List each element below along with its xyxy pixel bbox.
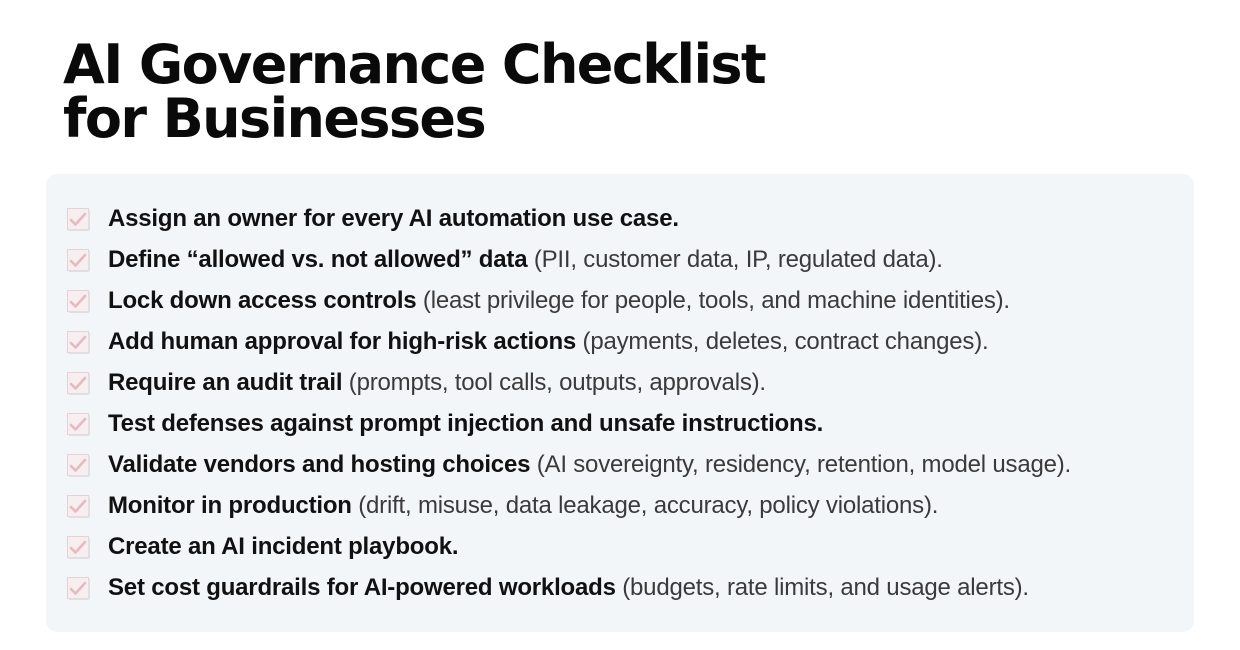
item-detail: (budgets, rate limits, and usage alerts)…: [615, 574, 1029, 601]
item-lead: Assign an owner for every AI automation …: [108, 205, 679, 232]
item-detail: (prompts, tool calls, outputs, approvals…: [342, 369, 766, 396]
item-lead: Define “allowed vs. not allowed” data: [108, 246, 528, 273]
item-detail: (least privilege for people, tools, and …: [416, 287, 1010, 314]
item-detail: (PII, customer data, IP, regulated data)…: [527, 246, 943, 273]
checklist-item-text: Test defenses against prompt injection a…: [108, 403, 823, 444]
item-lead: Test defenses against prompt injection a…: [108, 410, 824, 437]
checklist-card: Assign an owner for every AI automation …: [46, 174, 1194, 632]
checklist-item: Define “allowed vs. not allowed” data (P…: [46, 239, 1071, 280]
checklist-item-text: Assign an owner for every AI automation …: [108, 198, 679, 239]
checklist-item-text: Require an audit trail (prompts, tool ca…: [108, 362, 766, 403]
checklist-item-text: Define “allowed vs. not allowed” data (P…: [108, 239, 943, 280]
checklist-item-text: Add human approval for high-risk actions…: [108, 321, 989, 362]
item-lead: Validate vendors and hosting choices: [108, 451, 531, 478]
page-title: AI Governance Checklist for Businesses: [63, 33, 767, 150]
checkbox-checked-icon[interactable]: [66, 207, 90, 231]
item-detail: (drift, misuse, data leakage, accuracy, …: [351, 492, 939, 519]
checklist-item-text: Lock down access controls (least privile…: [108, 280, 1010, 321]
checklist-item-text: Validate vendors and hosting choices (AI…: [108, 444, 1071, 485]
checklist-item-text: Set cost guardrails for AI-powered workl…: [108, 567, 1029, 608]
checklist-item: Require an audit trail (prompts, tool ca…: [46, 362, 1071, 403]
checkbox-checked-icon[interactable]: [66, 453, 90, 477]
checkbox-checked-icon[interactable]: [66, 371, 90, 395]
item-lead: Add human approval for high-risk actions: [108, 328, 577, 355]
checklist-item-text: Create an AI incident playbook.: [108, 526, 459, 567]
checklist-item-text: Monitor in production (drift, misuse, da…: [108, 485, 938, 526]
item-lead: Require an audit trail: [108, 369, 343, 396]
checkbox-checked-icon[interactable]: [66, 330, 90, 354]
checkbox-checked-icon[interactable]: [66, 494, 90, 518]
checklist-item: Set cost guardrails for AI-powered workl…: [46, 567, 1071, 608]
item-lead: Create an AI incident playbook.: [108, 533, 459, 560]
checklist-item: Monitor in production (drift, misuse, da…: [46, 485, 1071, 526]
checkbox-checked-icon[interactable]: [66, 289, 90, 313]
item-lead: Monitor in production: [108, 492, 352, 519]
checklist-item: Lock down access controls (least privile…: [46, 280, 1071, 321]
item-detail: (payments, deletes, contract changes).: [576, 328, 989, 355]
title-line-2: for Businesses: [63, 87, 487, 150]
item-lead: Set cost guardrails for AI-powered workl…: [108, 574, 616, 601]
checkbox-checked-icon[interactable]: [66, 576, 90, 600]
item-lead: Lock down access controls: [108, 287, 417, 314]
checklist: Assign an owner for every AI automation …: [46, 198, 1071, 608]
checklist-item: Add human approval for high-risk actions…: [46, 321, 1071, 362]
checkbox-checked-icon[interactable]: [66, 412, 90, 436]
checklist-item: Test defenses against prompt injection a…: [46, 403, 1071, 444]
checklist-item: Validate vendors and hosting choices (AI…: [46, 444, 1071, 485]
checklist-item: Create an AI incident playbook.: [46, 526, 1071, 567]
checklist-item: Assign an owner for every AI automation …: [46, 198, 1071, 239]
checkbox-checked-icon[interactable]: [66, 535, 90, 559]
item-detail: (AI sovereignty, residency, retention, m…: [530, 451, 1072, 478]
title-line-1: AI Governance Checklist: [63, 33, 767, 96]
checkbox-checked-icon[interactable]: [66, 248, 90, 272]
